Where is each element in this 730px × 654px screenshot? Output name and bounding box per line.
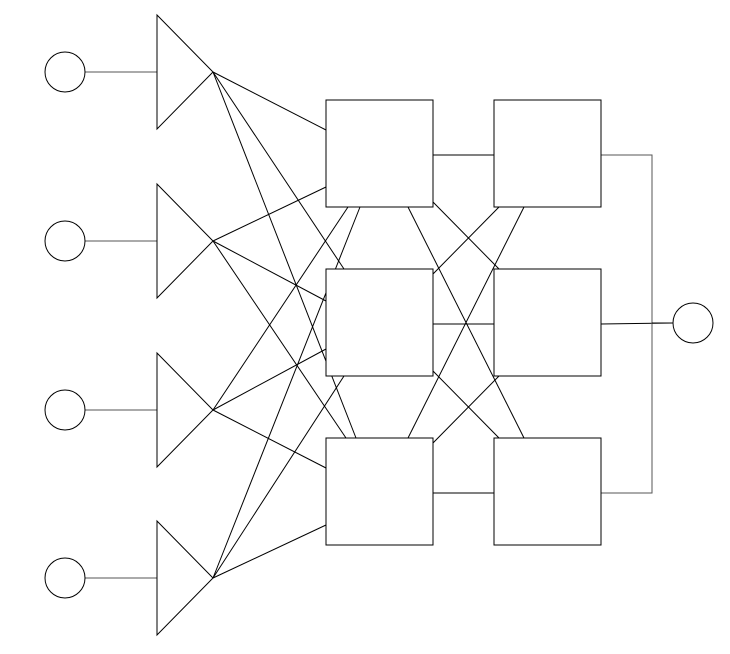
input-node-circle (44, 51, 86, 93)
input-node-circle (44, 557, 86, 599)
buffer-to-stage1-wire (212, 240, 347, 439)
buffer-to-stage1-wire (212, 375, 345, 579)
stage1-to-stage2-wire (432, 201, 500, 270)
stage1-to-stage2-wire (432, 375, 500, 444)
buffer-to-stage1-wire (212, 409, 327, 469)
buffer-triangle (156, 351, 214, 469)
buffer-to-stage1-wire (212, 71, 345, 270)
buffer-to-stage1-wire (212, 524, 327, 579)
output-node-circle (672, 302, 714, 344)
buffer-to-stage1-wire (212, 348, 327, 411)
stage2-node-box (493, 99, 602, 208)
stage2-node-box (493, 268, 602, 377)
buffer-triangle (156, 182, 214, 300)
input-node-circle (44, 220, 86, 262)
stage1-to-stage2-wire (432, 206, 500, 275)
buffer-to-stage1-wire (212, 71, 327, 131)
buffer-to-stage1-wire (212, 186, 327, 242)
stage1-node-box (325, 437, 434, 546)
buffer-triangle (156, 519, 214, 637)
stage2-to-output-wire (601, 323, 653, 494)
stage2-to-output-wire (601, 154, 653, 323)
stage1-node-box (325, 268, 434, 377)
buffer-to-stage1-wire (212, 240, 327, 302)
buffer-to-stage1-wire (212, 206, 349, 411)
input-node-circle (44, 389, 86, 431)
stage1-to-stage2-wire (432, 370, 500, 439)
buffer-to-stage1-wire (212, 71, 357, 439)
stage1-to-stage2-wire (407, 206, 525, 439)
stage1-node-box (325, 99, 434, 208)
buffer-triangle (156, 13, 214, 131)
stage2-node-box (493, 437, 602, 546)
shapes-layer (44, 13, 714, 637)
